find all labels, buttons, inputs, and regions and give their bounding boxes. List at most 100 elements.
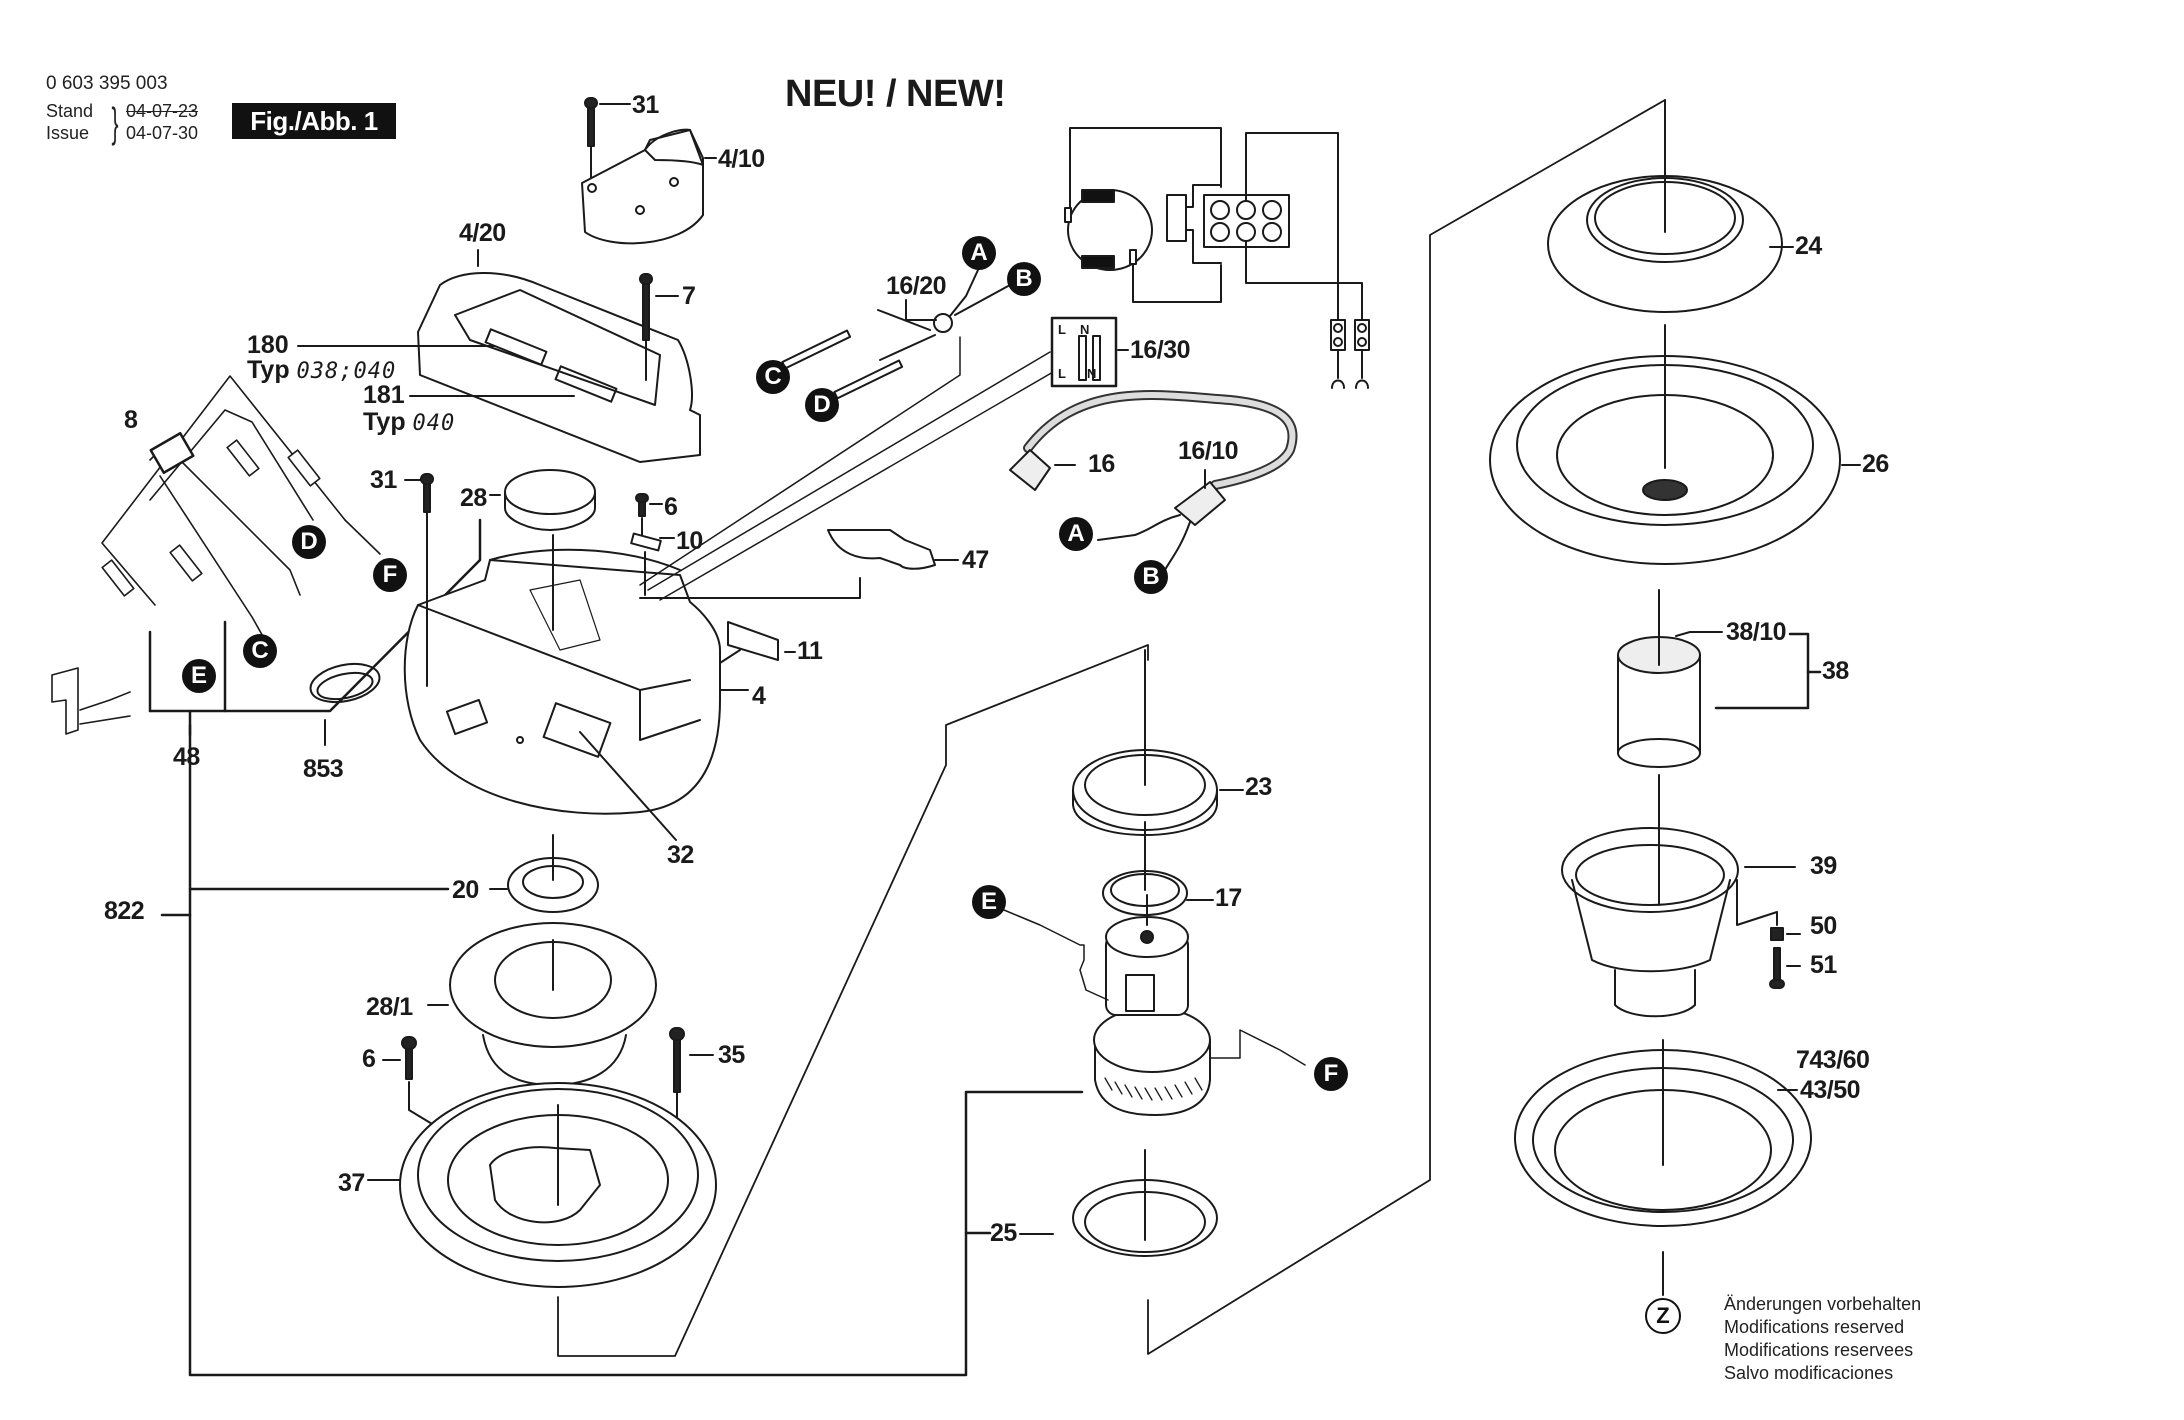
label-4-20: 4/20: [459, 219, 506, 247]
label-16-30: 16/30: [1130, 336, 1191, 364]
label-7: 7: [682, 282, 696, 310]
brace-icon: }: [111, 99, 119, 146]
connector-ref-e-left: E: [182, 659, 216, 693]
assembly-bracket-lines: [148, 518, 1822, 1377]
typ-prefix: Typ: [247, 356, 290, 384]
label-31-mid: 31: [370, 466, 397, 494]
screw-7: [639, 273, 679, 381]
label-180-type: Typ 038;040: [247, 358, 396, 383]
label-16-20: 16/20: [886, 272, 947, 300]
switch-l-top: L: [1058, 322, 1066, 337]
bracket-motor: [964, 1090, 1084, 1235]
connector-ref-a-cable: A: [1059, 517, 1093, 551]
label-11: [727, 621, 796, 661]
label-10: 10: [676, 527, 703, 555]
label-50: 50: [1810, 912, 1837, 940]
ring-25: [1019, 1149, 1218, 1257]
connector-ref-b-top: B: [1007, 262, 1041, 296]
label-822: 822: [104, 897, 145, 925]
label-181-type: Typ 040: [363, 410, 455, 435]
switch-box-16-30: [1050, 316, 1129, 388]
label-4-10: 4/10: [718, 145, 765, 173]
switch-l-bottom: L: [1058, 366, 1066, 381]
modifications-note: Änderungen vorbehalten Modifications res…: [1724, 1293, 1921, 1385]
label-47: 47: [962, 546, 989, 574]
label-25: 25: [990, 1219, 1017, 1247]
label-181: 181: [363, 381, 405, 409]
switch-n-bottom: N: [1087, 366, 1097, 381]
label-24: 24: [1795, 232, 1822, 260]
label-6-bottom: 6: [362, 1045, 376, 1073]
basket-39: [1561, 774, 1796, 1018]
wiring-schematic: [1064, 127, 1370, 389]
label-16: 16: [1088, 450, 1115, 478]
label-37: 37: [338, 1169, 365, 1197]
connector-ref-a-top: A: [962, 236, 996, 270]
bracket-822: [188, 723, 992, 1377]
screw-6-top: [635, 493, 663, 536]
stand-date: 04-07-23: [126, 101, 199, 121]
cover-4-10: [581, 128, 704, 245]
screw-31-top: [584, 97, 631, 179]
connector-ref-z: Z: [1645, 1298, 1681, 1334]
label-4: 4: [752, 682, 766, 710]
label-48: 48: [173, 743, 200, 771]
switch-n-top: N: [1080, 322, 1090, 337]
issue-label: Issue: [46, 123, 90, 143]
label-853: 853: [303, 755, 344, 783]
screw-35: [669, 1027, 714, 1131]
screw-31-mid: [404, 473, 434, 687]
label-6-top: 6: [664, 493, 678, 521]
clip-47: [639, 529, 959, 599]
ring-20: [489, 834, 599, 913]
ring-24: [1547, 99, 1794, 313]
label-23: 23: [1245, 773, 1272, 801]
connector-ref-f-left: F: [373, 558, 407, 592]
label-20: 20: [452, 876, 479, 904]
flow-line-center: [557, 644, 1149, 1357]
label-8: 8: [124, 406, 138, 434]
ring-23: [1072, 649, 1244, 836]
seal-43-50: [1514, 1039, 1812, 1296]
base-plate-37: [367, 1082, 717, 1288]
ring-17: [1102, 821, 1214, 916]
filter-38: [1617, 589, 1723, 768]
figure-label: Fig./Abb. 1: [232, 103, 396, 139]
handle-4-20: [417, 249, 701, 463]
connector-ref-b-cable: B: [1134, 560, 1168, 594]
label-28-1: 28/1: [366, 993, 413, 1021]
cage-26: [1489, 324, 1861, 565]
note-line: Salvo modificaciones: [1724, 1363, 1894, 1383]
label-11: 11: [797, 637, 823, 665]
cable-clamp-16-20: [781, 269, 1011, 400]
connector-ref-e-motor: E: [972, 885, 1006, 919]
cap-28: [489, 469, 596, 631]
label-28: 28: [460, 484, 487, 512]
wiring-harness: [51, 375, 381, 735]
label-743-60: 743/60: [1796, 1046, 1870, 1074]
label-31-top: 31: [632, 91, 659, 119]
label-17: 17: [1215, 884, 1242, 912]
note-line: Modifications reserved: [1724, 1317, 1905, 1337]
connector-ref-d-left: D: [292, 525, 326, 559]
label-35: 35: [718, 1041, 745, 1069]
cable-routing: [639, 336, 1061, 601]
label-16-10: 16/10: [1178, 437, 1239, 465]
connector-ref-c-left: C: [243, 634, 277, 668]
connector-ref-f-motor: F: [1314, 1057, 1348, 1091]
bracket-10: [630, 532, 675, 596]
screw-51: [1769, 947, 1801, 989]
issue-date: 04-07-30: [126, 123, 199, 143]
connector-ref-c-top: C: [756, 360, 790, 394]
label-26: 26: [1862, 450, 1889, 478]
connector-ref-d-top: D: [805, 388, 839, 422]
typ-values: 040: [412, 411, 456, 436]
motor-housing-4: [403, 548, 749, 841]
label-38-10: 38/10: [1726, 618, 1787, 646]
part-number: 0 603 395 003: [46, 73, 168, 94]
label-39: 39: [1810, 852, 1837, 880]
flow-lines: [557, 99, 1666, 1357]
note-line: Modifications reservees: [1724, 1340, 1914, 1360]
stand-label: Stand: [46, 101, 94, 121]
